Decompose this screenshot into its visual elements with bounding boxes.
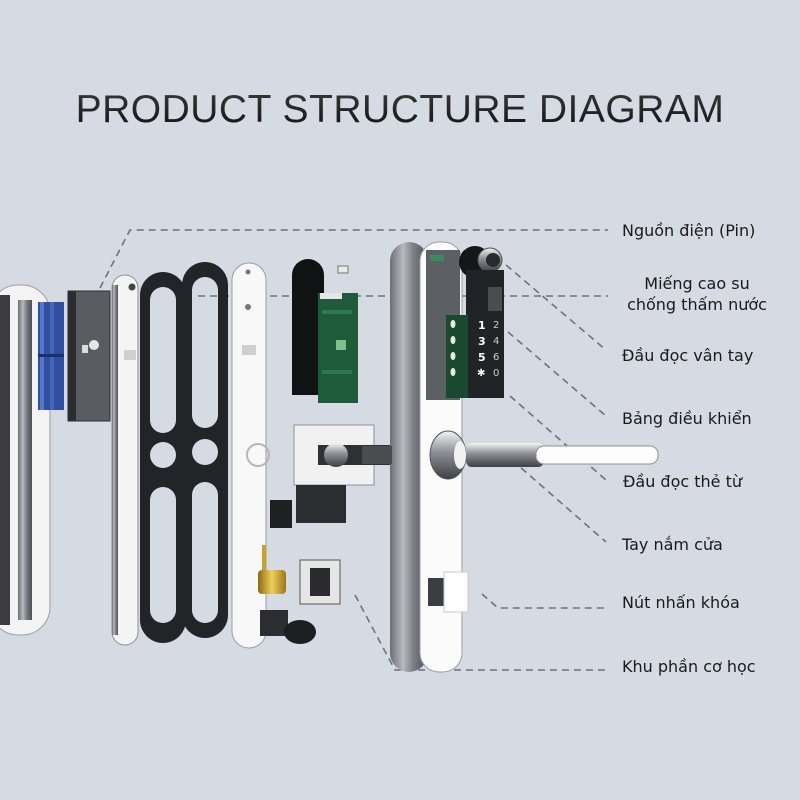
label-gasket: Miếng cao su chống thấm nước [614, 273, 780, 315]
leader-line-handle [511, 459, 607, 543]
keypad-key: 0 [493, 368, 500, 379]
back-housing [0, 284, 51, 636]
label-fingerprint: Đầu đọc vân tay [622, 346, 754, 365]
diagram-title: PRODUCT STRUCTURE DIAGRAM [0, 88, 800, 132]
label-battery: Nguồn điện (Pin) [622, 221, 756, 240]
door-handle [362, 430, 659, 480]
rubber-gaskets [140, 262, 228, 643]
pcb-module [292, 259, 358, 403]
battery-pack [38, 302, 64, 410]
label-gasket-line1: Miếng cao su [644, 274, 750, 293]
leader-line-battery [99, 229, 608, 289]
label-mechanical: Khu phần cơ học [622, 657, 756, 676]
keypad-key: 1 [478, 319, 486, 332]
leader-line-control-panel [507, 331, 607, 417]
leader-line-lock-button [481, 593, 608, 609]
gasket-2 [182, 262, 228, 638]
inner-module [67, 290, 111, 422]
gasket-1 [140, 272, 186, 643]
keypad-key: 3 [478, 335, 486, 348]
label-gasket-line2: chống thấm nước [627, 295, 767, 314]
keypad-key: 2 [493, 320, 500, 331]
keypad-key: 5 [478, 351, 486, 364]
label-handle: Tay nắm cửa [622, 535, 723, 554]
mounting-plate [231, 262, 270, 649]
keypad-key: ✱ [477, 368, 486, 379]
keypad-key: 6 [493, 352, 500, 363]
keypad-key: 4 [493, 336, 500, 347]
label-control-panel: Bảng điều khiển [622, 409, 752, 428]
label-card-reader: Đầu đọc thẻ từ [623, 472, 743, 491]
inner-plate [111, 274, 139, 646]
leader-line-mechanical [354, 594, 608, 671]
leader-line-fingerprint [505, 264, 607, 351]
leader-line-card-reader [509, 395, 607, 481]
label-lock-button: Nút nhấn khóa [622, 593, 740, 612]
keypad-panel [446, 270, 504, 398]
